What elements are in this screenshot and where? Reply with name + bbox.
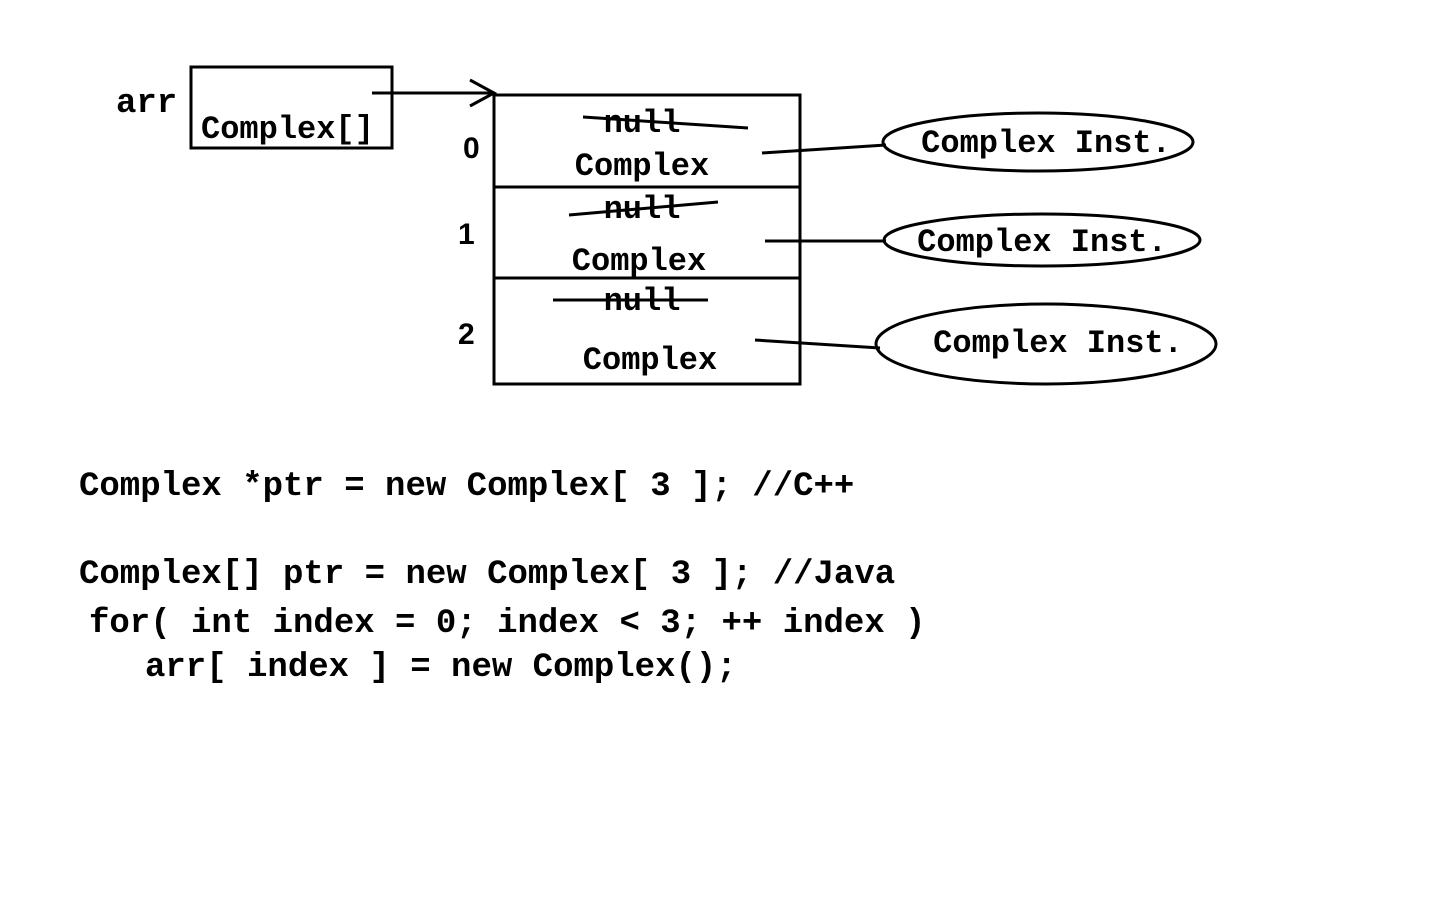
variable-type: Complex[] xyxy=(201,111,374,148)
instance-link xyxy=(761,143,887,155)
instance-label: Complex Inst. xyxy=(933,325,1183,362)
reference-arrow xyxy=(372,78,498,108)
cell-type-label: Complex xyxy=(583,342,717,379)
array-cell-2: 2 null Complex Complex Inst. xyxy=(458,283,1218,386)
variable-box xyxy=(189,65,394,150)
strike-through-line xyxy=(582,115,749,130)
array-index-label: 2 xyxy=(458,318,475,351)
array-cell-1: 1 null Complex Complex Inst. xyxy=(458,191,1202,280)
array-block xyxy=(492,93,802,386)
variable-name: arr xyxy=(116,85,177,123)
array-index-label: 0 xyxy=(463,132,480,165)
instance-ellipse xyxy=(881,111,1195,173)
array-cell-0: 0 null Complex Complex Inst. xyxy=(463,105,1195,185)
instance-label: Complex Inst. xyxy=(921,125,1171,162)
instance-ellipse xyxy=(874,302,1218,386)
instance-ellipse xyxy=(882,212,1202,268)
cell-type-label: Complex xyxy=(575,148,709,185)
strike-through-line xyxy=(568,200,719,217)
array-index-label: 1 xyxy=(458,218,475,251)
instance-link xyxy=(754,338,881,350)
instance-label: Complex Inst. xyxy=(917,224,1167,261)
cell-type-label: Complex xyxy=(572,243,706,280)
